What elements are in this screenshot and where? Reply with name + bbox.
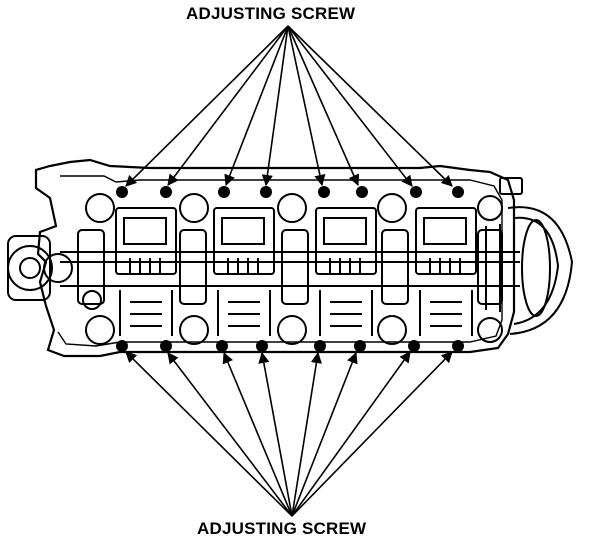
adjusting-screws-top [116, 186, 464, 198]
leader-lines-bottom [125, 351, 453, 517]
adjusting-screw [356, 186, 368, 198]
camshaft [60, 251, 520, 287]
adjusting-screw [256, 340, 268, 352]
cylinder-4 [381, 195, 503, 343]
adjusting-screw [216, 340, 228, 352]
adjusting-screw [314, 340, 326, 352]
cylinder-head-outline [34, 158, 516, 358]
adjusting-screw [452, 340, 464, 352]
cylinder-2 [179, 193, 307, 345]
cylinder-3 [281, 193, 407, 345]
cylinder-1 [77, 193, 209, 345]
adjusting-screw [160, 186, 172, 198]
camshaft-left-end [7, 235, 73, 301]
leader-lines-top [125, 25, 453, 187]
adjusting-screw [410, 186, 422, 198]
adjusting-screw [318, 186, 330, 198]
adjusting-screw [408, 340, 420, 352]
adjusting-screw [218, 186, 230, 198]
adjusting-screw-label-bottom: ADJUSTING SCREW [197, 519, 367, 538]
adjusting-screw [116, 186, 128, 198]
adjusting-screw [260, 186, 272, 198]
adjusting-screw [354, 340, 366, 352]
adjusting-screw-label-top: ADJUSTING SCREW [186, 4, 356, 23]
adjusting-screws-bottom [116, 340, 464, 352]
distributor-housing [485, 177, 574, 335]
adjusting-screw [452, 186, 464, 198]
adjusting-screw [116, 340, 128, 352]
adjusting-screw [160, 340, 172, 352]
